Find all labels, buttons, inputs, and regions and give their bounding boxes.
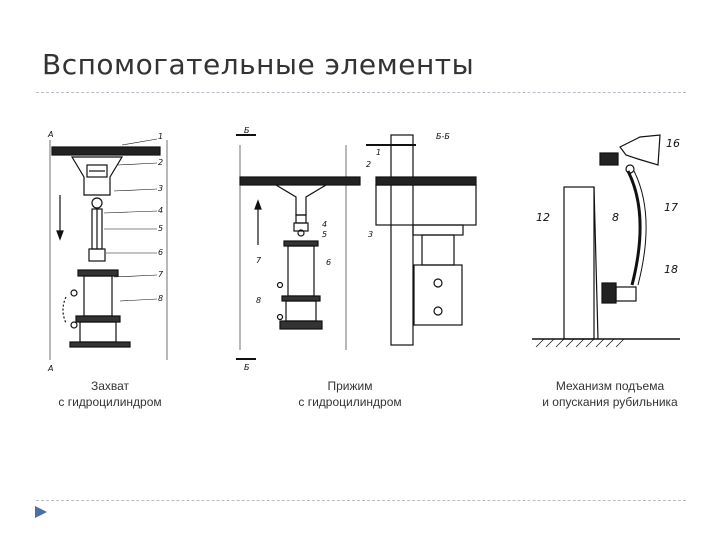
lift-label-17: 17	[664, 201, 678, 214]
figure-lift-mechanism: 16 12 8 17 18	[530, 125, 690, 360]
caption-grip-line1: Захват	[90, 379, 130, 393]
grip-label-1: 1	[158, 132, 163, 141]
grip-drawing: А А 1 2 3 4 5 6 7 8	[47, 130, 168, 373]
lift-mechanism-drawing: 16 12 8 17 18	[532, 134, 680, 348]
clamp-label-6: 6	[326, 258, 331, 267]
footer-divider	[36, 500, 686, 501]
clamp-label-b-bottom: Б	[244, 363, 250, 372]
grip-label-2: 2	[158, 158, 163, 167]
caption-clamp-line2: с гидроцилиндром	[298, 395, 402, 409]
clamp-label-8: 8	[256, 296, 261, 305]
grip-label-a-bottom: А	[47, 364, 53, 373]
caption-lift-line2: и опускания рубильника	[542, 395, 678, 409]
grip-label-a-top: А	[47, 130, 53, 139]
clamp-drawing: Б Б Б-Б 1 2 3 4 5 6 7 8	[236, 126, 477, 372]
caption-clamp-line1: Прижим	[327, 379, 373, 393]
clamp-label-2: 2	[366, 160, 371, 169]
grip-label-7: 7	[158, 270, 164, 279]
caption-lift-mechanism: Механизм подъема и опускания рубильника	[515, 378, 705, 410]
caption-clamp: Прижим с гидроцилиндром	[275, 378, 425, 410]
clamp-label-b-top: Б	[244, 126, 250, 135]
lift-label-8: 8	[612, 211, 619, 224]
caption-lift-line1: Механизм подъема	[555, 379, 665, 393]
clamp-label-3: 3	[368, 230, 373, 239]
slide-bullet-icon	[35, 506, 47, 518]
figure-grip: А А 1 2 3 4 5 6 7 8	[42, 125, 172, 375]
caption-grip: Захват с гидроцилиндром	[35, 378, 185, 410]
clamp-label-1: 1	[376, 148, 381, 157]
title-divider	[36, 92, 686, 93]
grip-label-8: 8	[158, 294, 163, 303]
grip-label-5: 5	[158, 224, 163, 233]
grip-label-3: 3	[158, 184, 163, 193]
clamp-label-7: 7	[256, 256, 262, 265]
grip-label-4: 4	[158, 206, 163, 215]
slide-title: Вспомогательные элементы	[42, 48, 475, 81]
clamp-label-4: 4	[322, 220, 327, 229]
lift-label-12: 12	[536, 211, 550, 224]
clamp-label-section: Б-Б	[436, 132, 450, 141]
lift-label-18: 18	[664, 263, 678, 276]
lift-label-16: 16	[666, 137, 680, 150]
caption-grip-line2: с гидроцилиндром	[58, 395, 162, 409]
figure-clamp: Б Б Б-Б 1 2 3 4 5 6 7 8	[236, 125, 486, 375]
grip-label-6: 6	[158, 248, 163, 257]
clamp-label-5: 5	[322, 230, 327, 239]
